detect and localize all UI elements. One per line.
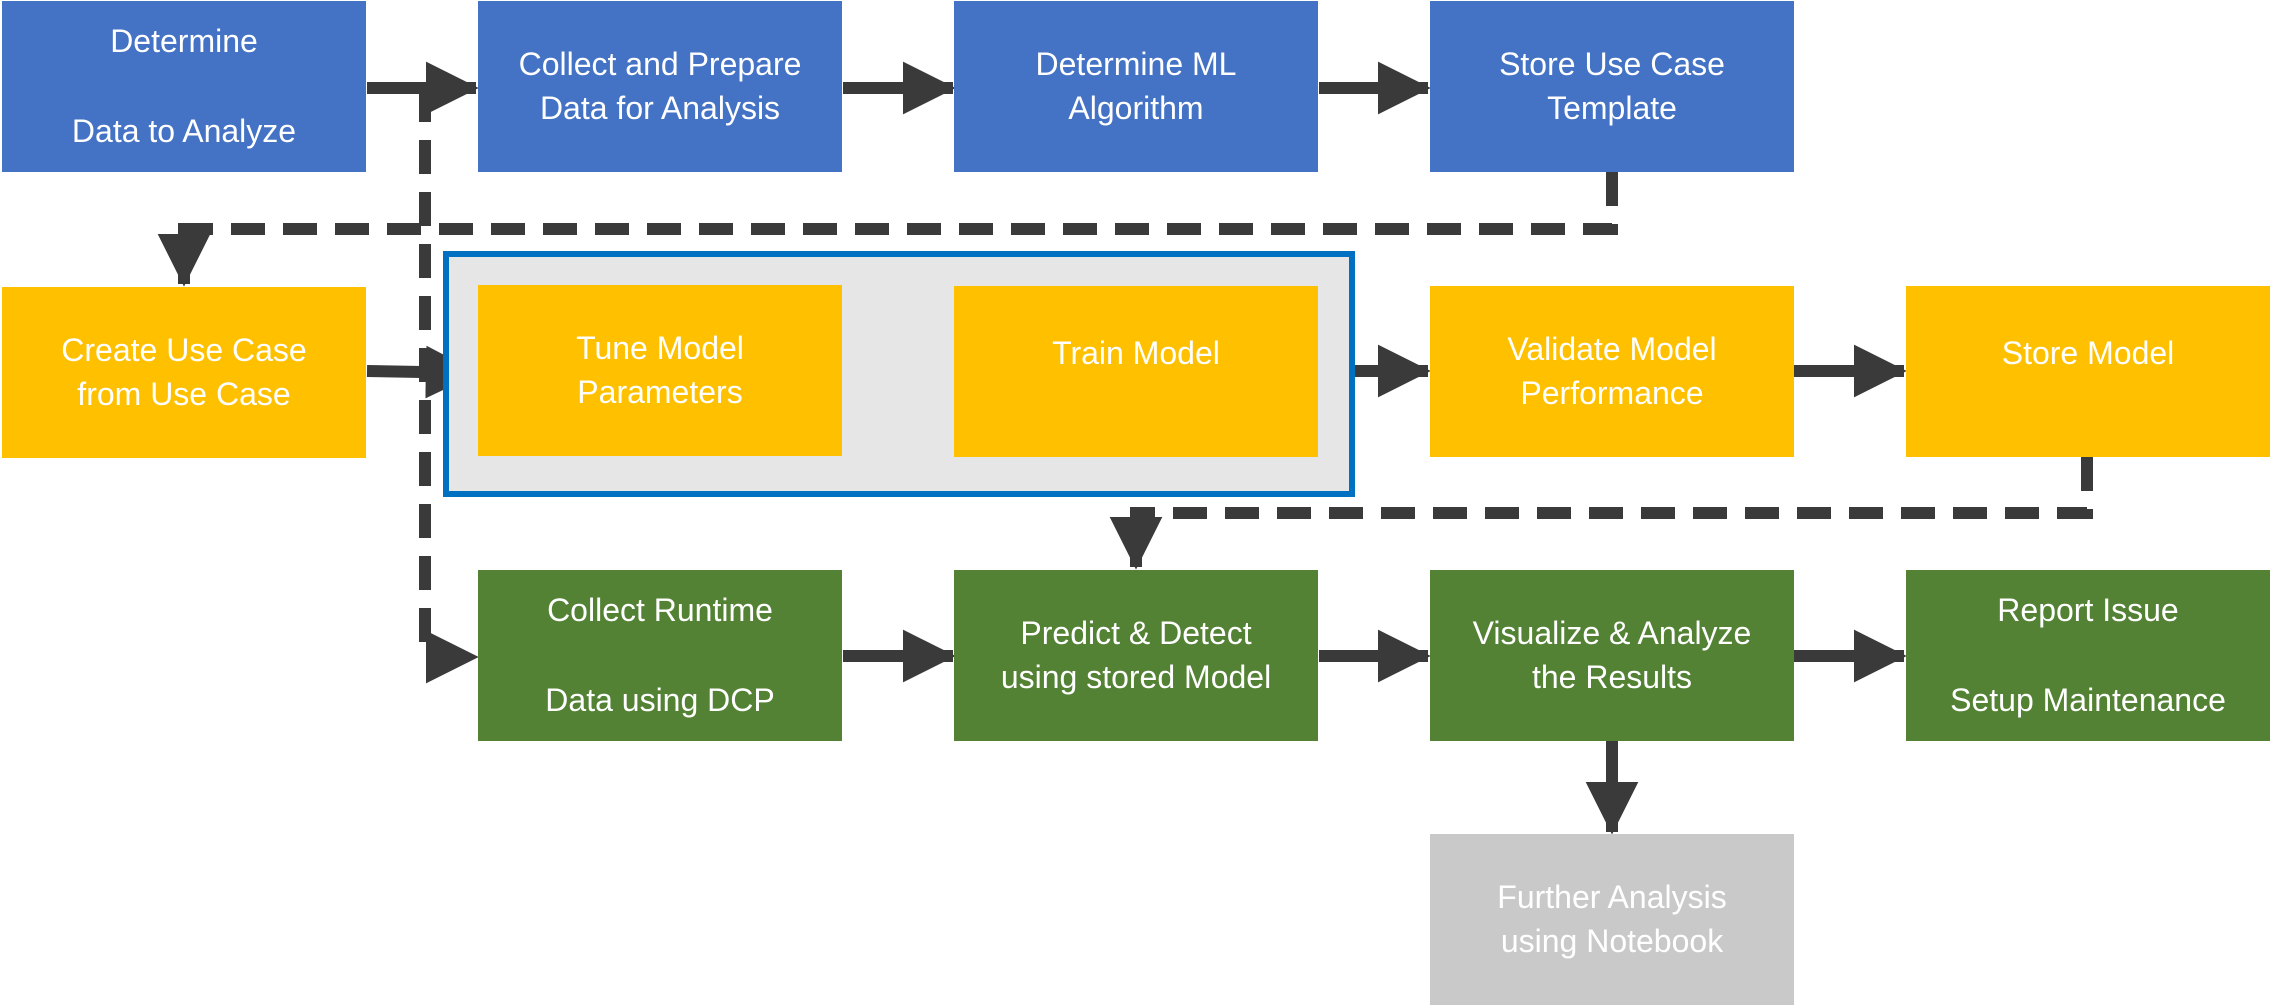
box-line: Data for Analysis: [539, 89, 781, 126]
box-line: Determine: [110, 23, 258, 60]
validate-model-performance-box: Validate Model Performance: [1430, 286, 1794, 457]
box-line: Create Use Case: [61, 332, 307, 369]
box-line: Collect and Prepare: [518, 46, 802, 83]
box-line: Store Model: [2001, 335, 2175, 371]
box-line: Algorithm: [1068, 89, 1204, 126]
store-model-box: Store Model: [1906, 286, 2270, 457]
box-line: Store Use Case: [1499, 46, 1725, 83]
box-line: Data to Analyze: [71, 112, 297, 149]
box-line: Parameters: [577, 373, 743, 410]
collect-prepare-data-box: Collect and Prepare Data for Analysis: [478, 1, 842, 172]
box-line: Visualize & Analyze: [1472, 615, 1752, 652]
collect-runtime-data-box: Collect Runtime Data using DCP: [478, 570, 842, 741]
box-line: Further Analysis: [1497, 879, 1727, 916]
box-line: from Use Case: [77, 375, 291, 412]
box-line: Data using DCP: [545, 681, 775, 718]
box-line: Determine ML: [1035, 46, 1237, 83]
store-use-case-template-box: Store Use Case Template: [1430, 1, 1794, 172]
dashed-arrow-template-to-create: [157, 172, 1618, 287]
box-line: Collect Runtime: [547, 592, 773, 629]
further-analysis-box: Further Analysis using Notebook: [1430, 834, 1794, 1005]
box-line: Setup Maintenance: [1950, 681, 2226, 718]
visualize-analyze-box: Visualize & Analyze the Results: [1430, 570, 1794, 741]
box-line: Report Issue: [1997, 592, 2179, 629]
dashed-arrow-determine-to-runtime: [419, 88, 479, 684]
determine-ml-algorithm-box: Determine ML Algorithm: [954, 1, 1318, 172]
box-line: using stored Model: [1000, 658, 1272, 695]
dashed-arrow-store-model-to-predict: [1109, 457, 2093, 570]
determine-data-box: Determine Data to Analyze: [2, 1, 366, 172]
box-line: Template: [1547, 89, 1677, 126]
box-line: Performance: [1520, 374, 1704, 411]
box-line: Predict & Detect: [1020, 615, 1252, 652]
create-use-case-box: Create Use Case from Use Case: [2, 287, 366, 458]
report-issue-box: Report Issue Setup Maintenance: [1906, 570, 2270, 741]
box-line: Tune Model: [576, 330, 744, 367]
box-line: the Results: [1531, 658, 1693, 695]
train-model-box: Train Model: [954, 286, 1318, 457]
predict-detect-box: Predict & Detect using stored Model: [954, 570, 1318, 741]
box-line: Validate Model: [1507, 331, 1717, 368]
box-line: using Notebook: [1500, 922, 1724, 959]
box-line: Train Model: [1052, 335, 1220, 371]
tune-model-parameters-box: Tune Model Parameters: [478, 285, 842, 456]
